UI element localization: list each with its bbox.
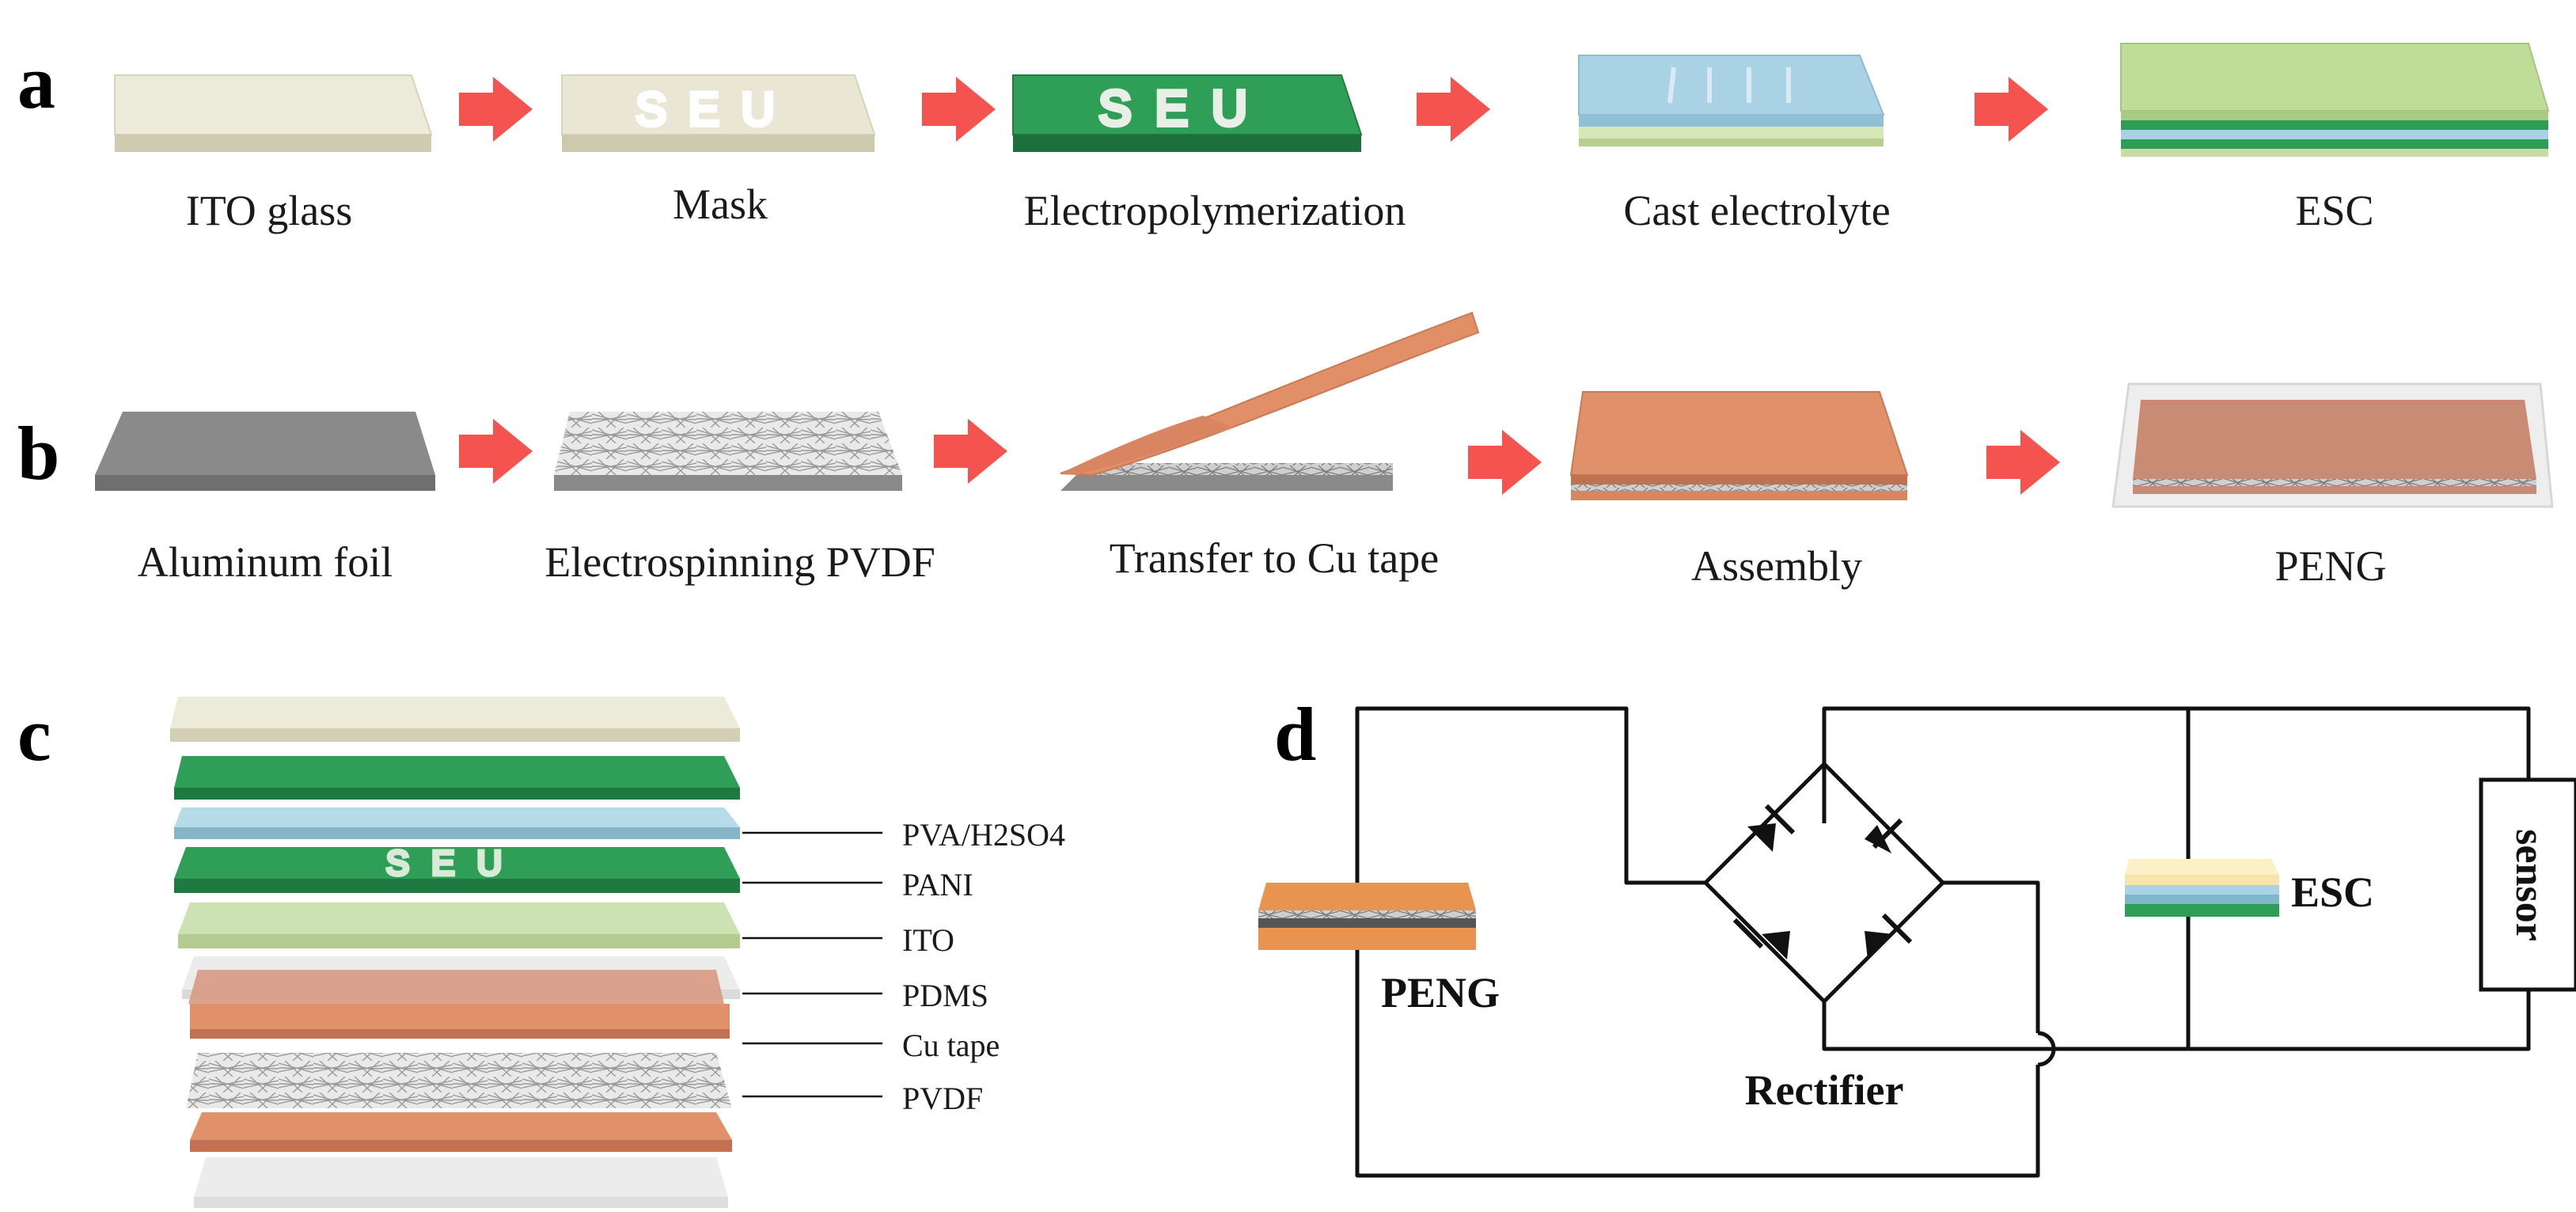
mask-pattern-text: SEU (635, 84, 796, 135)
esc-label: ESC (2291, 868, 2374, 916)
diode-icon (1747, 804, 1796, 852)
stack-pattern-text: SEU (386, 844, 524, 883)
layer-label: Cu tape (902, 1028, 1000, 1063)
step-caption: ESC (2295, 187, 2373, 234)
step-caption: ITO glass (186, 187, 353, 234)
process-arrow (1417, 77, 1490, 142)
step-caption: Aluminum foil (138, 538, 393, 586)
process-arrow (1975, 77, 2048, 142)
process-arrow (922, 77, 996, 142)
aluminum-foil (95, 412, 435, 491)
bridge-rectifier (1704, 709, 1944, 1003)
esc-device-icon (2125, 859, 2279, 917)
assembled-peng-layers (1569, 391, 1909, 500)
step-caption: Transfer to Cu tape (1110, 534, 1439, 582)
pvdf-fiber-mat (554, 412, 902, 491)
panel-label-b: b (17, 411, 59, 496)
diode-icon (1865, 913, 1913, 959)
step-caption: PENG (2274, 542, 2386, 590)
rectifier-label: Rectifier (1745, 1066, 1904, 1114)
layer-label: PDMS (902, 978, 988, 1013)
masked-glass-slide: SEU (561, 74, 876, 152)
layer-label: PANI (902, 867, 973, 902)
step-caption: Assembly (1691, 542, 1862, 590)
electrolyte-coated-slide (1578, 55, 1885, 146)
esc-device-slide (2120, 43, 2550, 157)
process-arrow (1468, 430, 1542, 495)
process-arrow (934, 419, 1007, 484)
layer-leader-lines (742, 831, 882, 1098)
step-caption: Cast electrolyte (1623, 187, 1890, 234)
exploded-layer-stack: SEU (170, 697, 740, 1208)
layer-label: PVA/H2SO4 (902, 817, 1065, 853)
sensor-box: sensor (2479, 777, 2576, 992)
process-arrow (1986, 430, 2060, 495)
circuit-wires (1355, 706, 2531, 1178)
process-arrow (459, 77, 533, 142)
pani-pattern-text: SEU (1098, 82, 1270, 136)
ito-glass-slide (114, 74, 433, 152)
panel-label-c: c (17, 692, 51, 777)
layer-label: ITO (902, 922, 954, 958)
peng-device-icon (1258, 883, 1476, 950)
step-caption: Electropolymerization (1024, 187, 1406, 234)
step-caption: Mask (673, 180, 768, 228)
panel-label-d: d (1274, 692, 1316, 777)
process-arrow (459, 419, 533, 484)
cu-tape-peeling (1060, 311, 1480, 491)
layer-label: PVDF (902, 1081, 983, 1116)
encapsulated-peng (2111, 382, 2554, 508)
panel-label-a: a (17, 40, 55, 124)
pani-electrode-slide: SEU (1012, 74, 1363, 152)
diode-icon (1865, 818, 1903, 853)
peng-label: PENG (1381, 969, 1500, 1016)
step-caption: Electrospinning PVDF (544, 538, 935, 586)
diode-icon (1732, 918, 1790, 959)
sensor-label: sensor (2507, 829, 2552, 941)
